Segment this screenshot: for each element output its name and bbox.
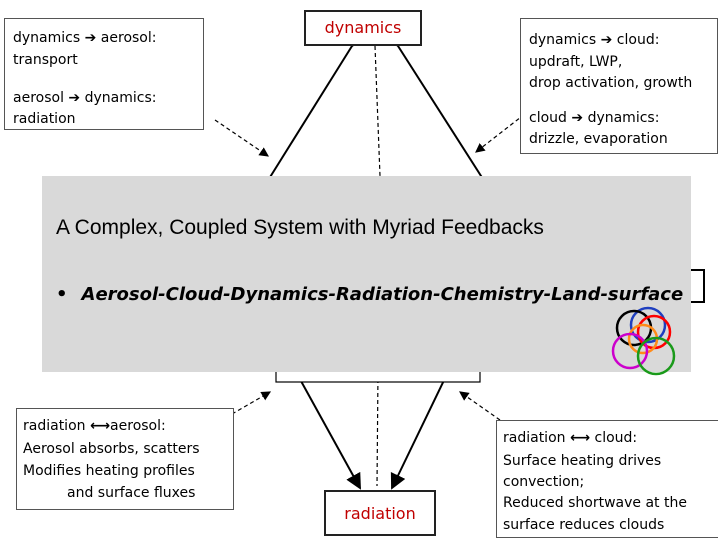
box-line: Modifies heating profiles — [23, 463, 195, 479]
box-line: convection; — [503, 474, 585, 490]
label-text: cloud — [529, 110, 567, 126]
banner-bullet: • Aerosol-Cloud-Dynamics-Radiation-Chemis… — [56, 284, 683, 305]
label-text: cloud: — [594, 430, 638, 446]
box-line: aerosol ➔ dynamics: — [13, 89, 156, 108]
box-line: Reduced shortwave at the — [503, 495, 687, 511]
label-text: dynamics — [13, 30, 81, 46]
ring-green — [636, 336, 676, 376]
bullet-icon: • — [56, 284, 68, 305]
box-line: cloud ➔ dynamics: — [529, 109, 659, 128]
link-bottomright-box — [459, 391, 501, 421]
label-text: aerosol — [13, 90, 64, 106]
box-line: dynamics ➔ aerosol: — [13, 29, 156, 48]
box-line: radiation ⟷aerosol: — [23, 417, 166, 436]
box-line: updraft, LWP, — [529, 54, 623, 70]
box-line: surface reduces clouds — [503, 517, 665, 533]
double-arrow-icon: ⟷ — [569, 430, 591, 446]
link-aerosol-radiation — [295, 371, 361, 490]
link-topleft-box — [214, 119, 269, 157]
label-text: dynamics: — [587, 110, 660, 126]
box-radiation-aerosol: radiation ⟷aerosol: Aerosol absorbs, sca… — [16, 408, 234, 510]
box-dynamics-cloud: dynamics ➔ cloud: updraft, LWP, drop act… — [520, 18, 718, 154]
link-center-radiation — [376, 371, 379, 487]
right-arrow-icon: ➔ — [84, 30, 97, 46]
label-text: aerosol: — [110, 418, 166, 434]
label-text: radiation — [503, 430, 566, 446]
ring-blue — [629, 306, 667, 344]
ring-magenta — [611, 332, 649, 370]
box-line: Aerosol absorbs, scatters — [23, 441, 200, 457]
link-cloud-radiation — [390, 371, 449, 490]
right-arrow-icon: ➔ — [600, 32, 613, 48]
node-label: radiation — [344, 504, 416, 523]
link-topright-box — [475, 109, 531, 153]
banner-title: A Complex, Coupled System with Myriad Fe… — [56, 216, 544, 239]
box-line: Surface heating drives — [503, 453, 662, 469]
link-bottomleft-box — [231, 391, 272, 415]
label-text: dynamics — [529, 32, 597, 48]
node-radiation: radiation — [324, 490, 436, 536]
label-text: cloud: — [616, 32, 660, 48]
overlay-banner: A Complex, Coupled System with Myriad Fe… — [42, 176, 691, 376]
box-line: radiation ⟷ cloud: — [503, 429, 637, 448]
box-line: drop activation, growth — [529, 75, 693, 91]
box-line: drizzle, evaporation — [529, 131, 668, 147]
box-dynamics-aerosol: dynamics ➔ aerosol: transport aerosol ➔ … — [4, 18, 204, 130]
box-line: dynamics ➔ cloud: — [529, 31, 659, 50]
box-radiation-cloud: radiation ⟷ cloud: Surface heating drive… — [496, 420, 718, 538]
label-text: radiation — [23, 418, 86, 434]
bullet-text: Aerosol-Cloud-Dynamics-Radiation-Chemist… — [81, 284, 684, 305]
label-text: aerosol: — [100, 30, 157, 46]
node-dynamics: dynamics — [304, 10, 422, 46]
node-label: dynamics — [324, 18, 402, 37]
link-dynamics-aerosol — [261, 29, 367, 191]
link-dynamics-cloud — [383, 29, 491, 191]
label-text: dynamics: — [84, 90, 157, 106]
double-arrow-icon: ⟷ — [89, 418, 111, 434]
link-dynamics-radiation — [374, 45, 381, 177]
right-arrow-icon: ➔ — [571, 110, 584, 126]
box-line: transport — [13, 52, 78, 68]
right-arrow-icon: ➔ — [68, 90, 81, 106]
box-line: and surface fluxes — [67, 485, 196, 501]
coupled-rings-icon — [611, 306, 676, 376]
box-line: radiation — [13, 111, 76, 127]
